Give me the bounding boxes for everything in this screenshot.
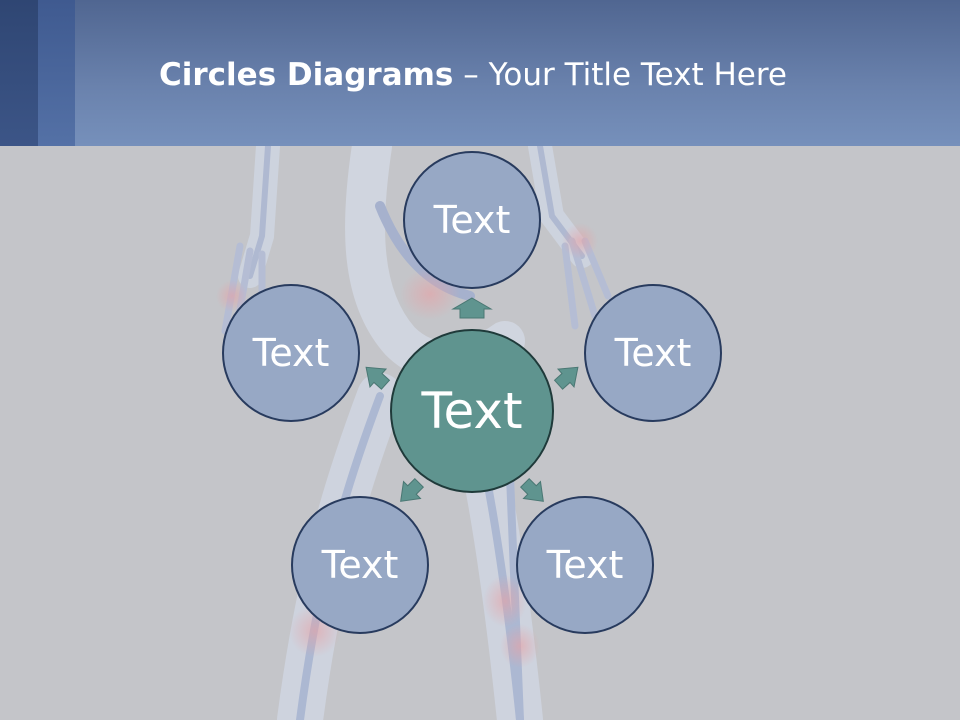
arrow-to-bottom-left-node — [400, 477, 425, 502]
header-bar: Circles Diagrams – Your Title Text Here — [0, 0, 960, 146]
node-center[interactable]: Text — [390, 329, 554, 493]
slide-title-rest: – Your Title Text Here — [453, 57, 787, 93]
node-bottom-left[interactable]: Text — [291, 496, 429, 634]
arrow-to-bottom-right-node — [519, 477, 544, 502]
node-top[interactable]: Text — [403, 151, 541, 289]
arrow-to-top-node — [451, 297, 493, 319]
slide-title-bold: Circles Diagrams — [159, 57, 454, 93]
header-accent-dark — [0, 0, 38, 146]
slide-title: Circles Diagrams – Your Title Text Here — [159, 52, 787, 98]
node-left[interactable]: Text — [222, 284, 360, 422]
arrow-to-right-node — [553, 366, 579, 390]
node-bottom-right[interactable]: Text — [516, 496, 654, 634]
header-accent-mid — [38, 0, 75, 146]
node-right[interactable]: Text — [584, 284, 722, 422]
arrow-to-left-node — [365, 366, 391, 390]
